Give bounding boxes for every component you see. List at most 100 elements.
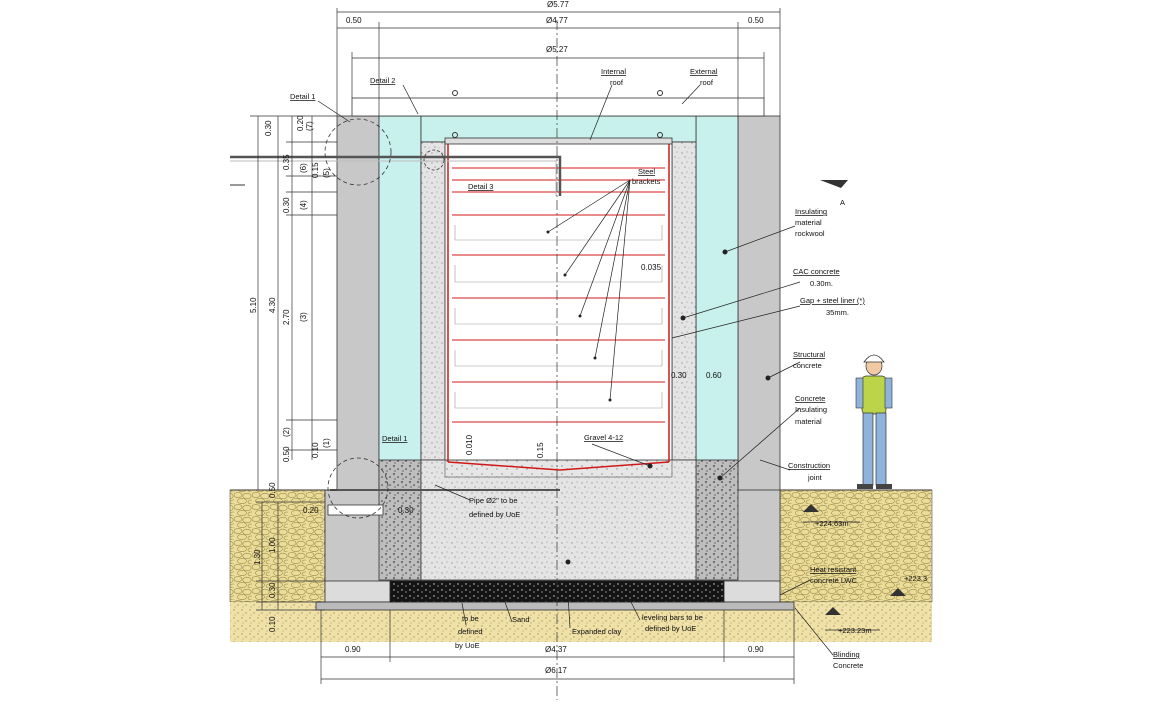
dim-v-130: 1.30 bbox=[253, 549, 262, 565]
inner-pipe bbox=[230, 155, 562, 196]
dim-v-5: (5) bbox=[322, 168, 331, 178]
label-detail2: Detail 2 bbox=[370, 76, 395, 85]
label-steel-brackets-2: brackets bbox=[632, 177, 661, 186]
label-constr-1: Construction bbox=[788, 461, 830, 470]
label-level-2: +223.3 bbox=[904, 574, 927, 583]
dim-v-030c: 0.30 bbox=[268, 582, 277, 598]
dim-mid: Ø5.27 bbox=[546, 45, 568, 54]
dim-v-010b: 0.10 bbox=[268, 616, 277, 632]
conc-insul-right bbox=[695, 459, 739, 581]
dim-bottom-total: Ø6.17 bbox=[545, 666, 567, 675]
label-gap-1: Gap + steel liner (*) bbox=[800, 296, 865, 305]
dim-bottom-inner: Ø4.37 bbox=[545, 645, 567, 654]
dim-w-030: 0.30 bbox=[671, 371, 687, 380]
dim-v-020: 0.20 bbox=[296, 115, 305, 131]
dim-gap-0035: 0.035 bbox=[641, 263, 662, 272]
insulation-left bbox=[378, 115, 422, 462]
label-leveling-1: leveling bars to be bbox=[642, 613, 703, 622]
label-struct-1: Structural bbox=[793, 350, 825, 359]
dim-top-outer: Ø5.77 bbox=[547, 0, 569, 9]
label-heat-2: concrete LWC bbox=[810, 576, 858, 585]
label-external-roof-1: External bbox=[690, 67, 718, 76]
label-expanded-clay: Expanded clay bbox=[572, 627, 621, 636]
label-pipe-1: Pipe Ø2" to be bbox=[469, 496, 518, 505]
dim-v-270: 2.70 bbox=[282, 309, 291, 325]
label-sand: Sand bbox=[512, 615, 530, 624]
dim-g-010: 0.010 bbox=[465, 434, 474, 455]
label-detail3: Detail 3 bbox=[468, 182, 493, 191]
soil-left bbox=[229, 489, 326, 603]
internal-roof bbox=[444, 137, 673, 145]
dim-top-right-wall: 0.50 bbox=[748, 16, 764, 25]
label-conc-insul-2: Insulating bbox=[795, 405, 827, 414]
cac-wall-right bbox=[671, 141, 697, 461]
worker-figure bbox=[855, 354, 893, 489]
label-internal-roof-1: Internal bbox=[601, 67, 626, 76]
label-conc-insul-1: Concrete bbox=[795, 394, 825, 403]
label-insul-2: material bbox=[795, 218, 822, 227]
label-heat-1: Heat resistant bbox=[810, 565, 857, 574]
label-blinding-1: Blinding bbox=[833, 650, 860, 659]
label-struct-2: concrete bbox=[793, 361, 822, 370]
dim-v-total: 5.10 bbox=[249, 297, 258, 313]
detail1-top-circle bbox=[324, 118, 392, 186]
label-cac-1: CAC concrete bbox=[793, 267, 840, 276]
dim-w-060: 0.60 bbox=[706, 371, 722, 380]
dim-v-050b: 0.50 bbox=[268, 482, 277, 498]
label-tobe-1: to be bbox=[462, 614, 479, 623]
blinding-concrete bbox=[315, 601, 795, 611]
label-gravel: Gravel 4-12 bbox=[584, 433, 623, 442]
label-constr-2: joint bbox=[807, 473, 823, 482]
dim-v-050: 0.50 bbox=[282, 446, 291, 462]
label-detail1-bottom: Detail 1 bbox=[382, 434, 407, 443]
cac-wall-left bbox=[420, 141, 446, 461]
dim-v-inner: 4.30 bbox=[268, 297, 277, 313]
tank-interior bbox=[444, 141, 673, 461]
steel-brackets bbox=[452, 167, 665, 423]
dim-top-inner: Ø4.77 bbox=[546, 16, 568, 25]
insulation-right bbox=[695, 115, 739, 462]
detail3-circle bbox=[423, 149, 445, 171]
label-level-3: +223.23m bbox=[838, 626, 872, 635]
label-conc-insul-3: material bbox=[795, 417, 822, 426]
dim-bottom-left: 0.90 bbox=[345, 645, 361, 654]
external-roof bbox=[351, 97, 765, 117]
label-gap-2: 35mm. bbox=[826, 308, 849, 317]
dim-h-020: 0.20 bbox=[303, 506, 319, 515]
dim-v-030a: 0.30 bbox=[264, 120, 273, 136]
detail1-bottom-circle bbox=[327, 457, 389, 519]
label-pipe-2: defined by UoE bbox=[469, 510, 520, 519]
dim-v-7: (7) bbox=[305, 121, 314, 131]
label-steel-brackets-1: Steel bbox=[638, 167, 655, 176]
dim-top-left-wall: 0.50 bbox=[346, 16, 362, 25]
label-insul-1: Insulating bbox=[795, 207, 827, 216]
label-internal-roof-2: roof bbox=[610, 78, 624, 87]
label-blinding-2: Concrete bbox=[833, 661, 863, 670]
dim-v-6: (6) bbox=[299, 163, 308, 173]
conc-insul-left bbox=[378, 459, 422, 581]
dim-v-3: (3) bbox=[299, 312, 308, 322]
dim-v-010: 0.10 bbox=[311, 442, 320, 458]
label-level-1: +224.63m bbox=[815, 519, 849, 528]
dim-v-015: 0.15 bbox=[311, 162, 320, 178]
label-external-roof-2: roof bbox=[700, 78, 714, 87]
label-tobe-2: defined bbox=[458, 627, 483, 636]
label-insul-3: rockwool bbox=[795, 229, 825, 238]
label-section-a: A bbox=[840, 198, 845, 207]
soil-right bbox=[779, 489, 933, 603]
label-detail1-top: Detail 1 bbox=[290, 92, 315, 101]
dim-v-035: 0.35 bbox=[282, 154, 291, 170]
dim-v-2: (2) bbox=[282, 427, 291, 437]
cac-floor bbox=[420, 459, 697, 581]
dim-bottom-right: 0.90 bbox=[748, 645, 764, 654]
label-cac-2: 0.30m. bbox=[810, 279, 833, 288]
outer-wall-left bbox=[336, 115, 380, 503]
dim-v-100: 1.00 bbox=[268, 537, 277, 553]
dim-h-030: 0.30 bbox=[398, 506, 414, 515]
label-tobe-3: by UoE bbox=[455, 641, 480, 650]
dim-g-015: 0.15 bbox=[536, 442, 545, 458]
label-leveling-2: defined by UoE bbox=[645, 624, 696, 633]
dim-v-4: (4) bbox=[299, 200, 308, 210]
dim-v-1: (1) bbox=[322, 438, 331, 448]
